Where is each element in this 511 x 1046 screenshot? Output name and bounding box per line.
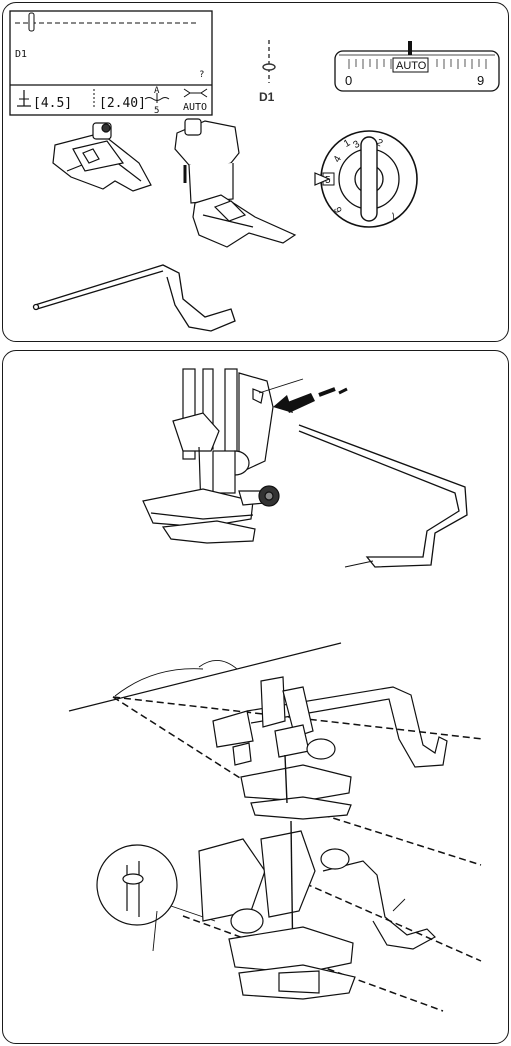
foot-insertion-illustration [143,369,303,543]
guide-adjustment-illustration [97,821,481,1011]
tension-dial-start-label: 0 [345,73,352,88]
quilting-guide-bar-illustration [34,265,236,331]
lcd-help-mark: ? [199,70,204,80]
tension-dial: AUTO 0 9 [335,41,499,91]
stitch-symbol-label: D1 [259,90,275,104]
magnifier-circle [97,845,177,925]
lcd-screen: D1 ? [4.5] [2.40] A 5 AUTO [10,11,212,116]
lcd-stitch-length: [2.40] [99,96,146,111]
bottom-illustration-panel [2,350,509,1044]
top-panel-drawing: D1 ? [4.5] [2.40] A 5 AUTO [3,3,510,343]
lcd-tension-bottom: 5 [154,106,159,116]
guide-bar-insertion-illustration [299,425,467,567]
insert-arrow-icon [273,389,347,413]
bottom-panel-drawing [3,351,510,1045]
dual-feed-foot-illustration [175,119,295,247]
needle-position-icon [29,13,34,31]
top-illustration-panel: D1 ? [4.5] [2.40] A 5 AUTO [2,2,509,342]
needle-eye-icon [263,64,275,70]
lcd-feed-mode: AUTO [183,102,207,113]
pressure-dial: 1 2 3 4 5 6 7 [315,131,417,227]
stitch-symbol: D1 [259,40,275,104]
tension-dial-end-label: 9 [477,73,484,88]
sewing-guide-illustration [69,643,483,865]
lcd-stitch-code: D1 [15,49,27,60]
zigzag-foot-illustration [53,123,151,191]
tension-pointer [408,41,412,55]
lcd-tension-top: A [154,86,160,96]
tension-dial-center-label: AUTO [396,60,427,72]
lcd-presser-height: [4.5] [33,96,72,111]
